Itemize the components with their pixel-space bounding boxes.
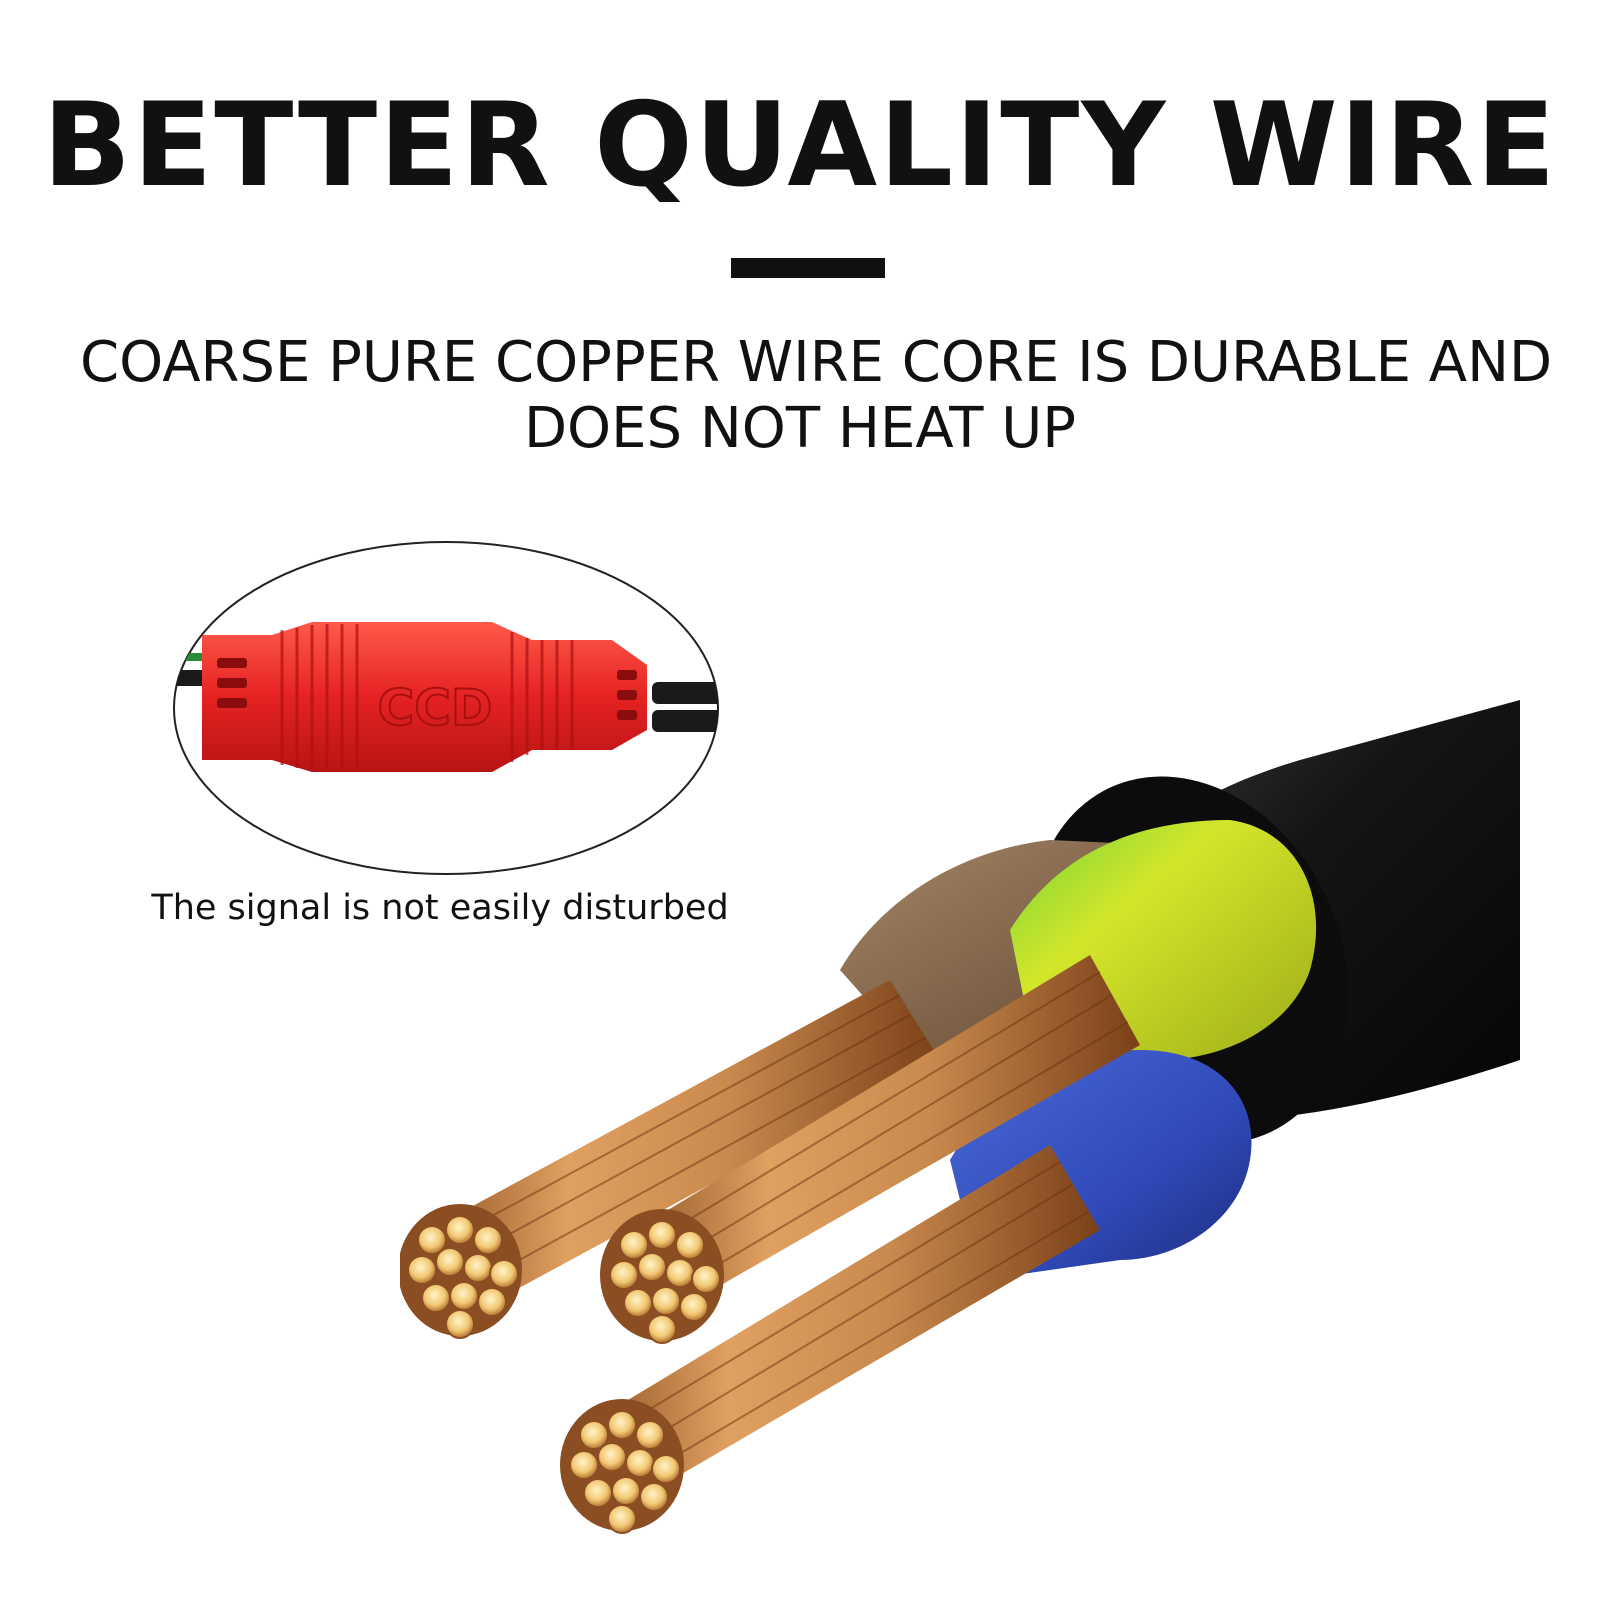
copper-cable-graphic xyxy=(398,700,1520,1534)
title-divider xyxy=(731,258,885,278)
copper-strand-1 xyxy=(410,980,940,1320)
inset-caption: The signal is not easily disturbed xyxy=(151,888,729,928)
connector-illustration: CCD xyxy=(173,541,719,875)
copper-tips-2 xyxy=(600,1209,724,1344)
headline: BETTER QUALITY WIRE xyxy=(42,78,1558,213)
connector-inset: CCD xyxy=(172,540,720,876)
subtitle-line-2: DOES NOT HEAT UP xyxy=(523,396,1077,461)
copper-tips-3 xyxy=(560,1399,684,1534)
connector-marking: CCD xyxy=(378,679,493,737)
cable-illustration xyxy=(398,700,1600,1600)
copper-tips-1 xyxy=(398,1204,522,1339)
subtitle-line-1: COARSE PURE COPPER WIRE CORE IS DURABLE … xyxy=(80,330,1553,395)
subtitle: COARSE PURE COPPER WIRE CORE IS DURABLE … xyxy=(80,330,1553,462)
